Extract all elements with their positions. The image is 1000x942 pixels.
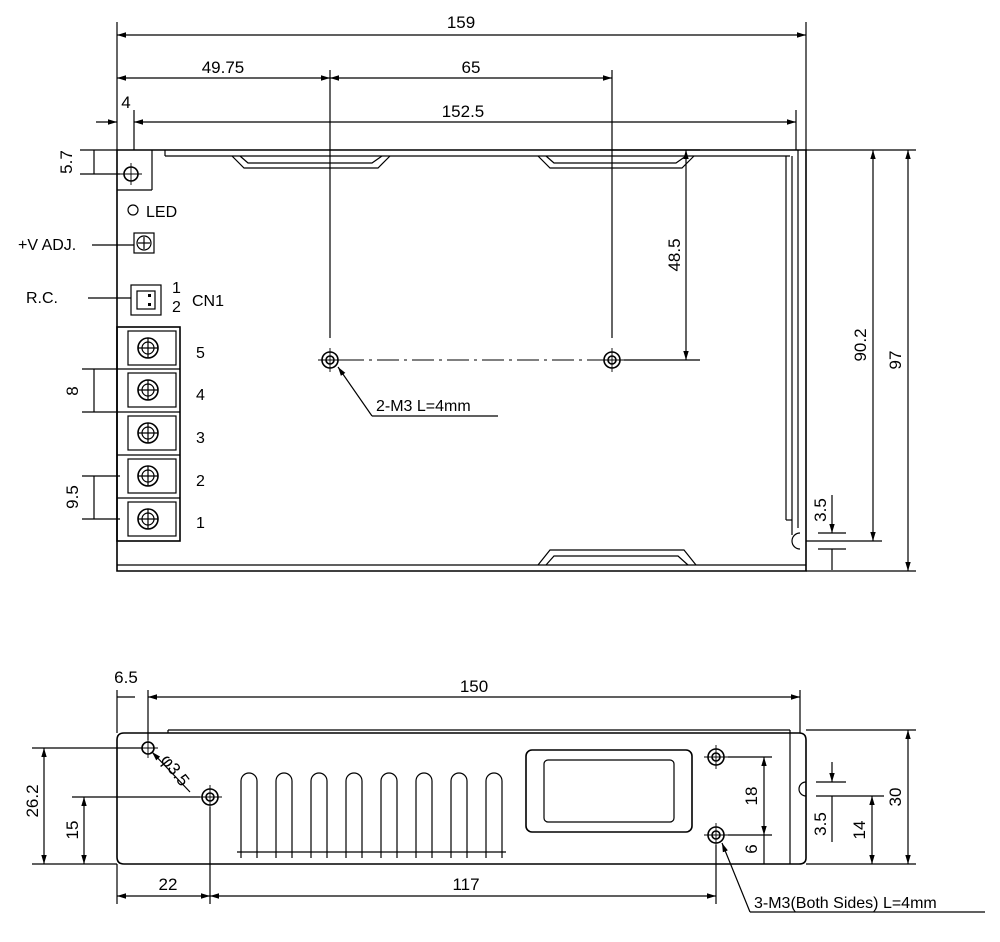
dim-3-5-top: 3.5 <box>811 498 830 522</box>
dim-6-5: 6.5 <box>114 668 138 687</box>
terminal-label: 5 <box>196 345 205 362</box>
side-view-outline <box>116 729 807 865</box>
dim-14: 14 <box>850 821 869 840</box>
side-mount-hole <box>703 822 729 848</box>
terminal-label: 3 <box>196 430 205 447</box>
dim-26-2: 26.2 <box>23 784 42 817</box>
dim-5-7: 5.7 <box>57 150 76 174</box>
dim-49-75: 49.75 <box>202 58 245 77</box>
side-mount-hole <box>197 784 223 810</box>
mount-note: 2-M3 L=4mm <box>376 398 471 415</box>
dim-15: 15 <box>63 821 82 840</box>
dim-18: 18 <box>742 787 761 806</box>
terminal-block <box>116 326 181 542</box>
rc-label: R.C. <box>26 290 58 307</box>
dim-97: 97 <box>886 351 905 370</box>
cn1-label: CN1 <box>192 293 224 310</box>
cn1-pin1-label: 1 <box>172 280 181 297</box>
top-view: LED +V ADJ. R.C. 1 2 CN1 <box>18 13 916 572</box>
cn1-connector <box>130 284 162 316</box>
terminal-label: 2 <box>196 473 205 490</box>
terminal-label: 4 <box>196 387 205 404</box>
dim-4: 4 <box>121 93 130 112</box>
side-window <box>525 749 693 833</box>
top-left-hole <box>120 163 142 185</box>
terminal-label: 1 <box>196 515 205 532</box>
dim-30: 30 <box>886 788 905 807</box>
dim-90-2: 90.2 <box>851 328 870 361</box>
side-mount-hole <box>703 744 729 770</box>
dim-3-5-side: 3.5 <box>811 812 830 836</box>
led-indicator <box>127 204 139 216</box>
cn1-pin2-label: 2 <box>172 299 181 316</box>
dim-9-5: 9.5 <box>63 485 82 509</box>
mount-hole <box>599 347 625 373</box>
v-adj-pot <box>133 232 155 254</box>
vent-slots <box>237 772 506 858</box>
side-view: 6.5 150 φ3.5 26.2 15 22 117 3-M3(Both Si… <box>23 668 985 913</box>
dim-152-5: 152.5 <box>442 102 485 121</box>
dim-8: 8 <box>63 386 82 395</box>
dim-6: 6 <box>742 844 761 853</box>
dim-159: 159 <box>447 13 475 32</box>
v-adj-label: +V ADJ. <box>18 237 76 254</box>
led-label: LED <box>146 204 177 221</box>
dim-48-5: 48.5 <box>665 238 684 271</box>
side-mount-note: 3-M3(Both Sides) L=4mm <box>754 895 937 912</box>
dim-65: 65 <box>462 58 481 77</box>
dim-hole-dia: φ3.5 <box>157 751 193 790</box>
dim-22: 22 <box>159 875 178 894</box>
dim-150: 150 <box>460 677 488 696</box>
dim-117: 117 <box>452 875 479 894</box>
